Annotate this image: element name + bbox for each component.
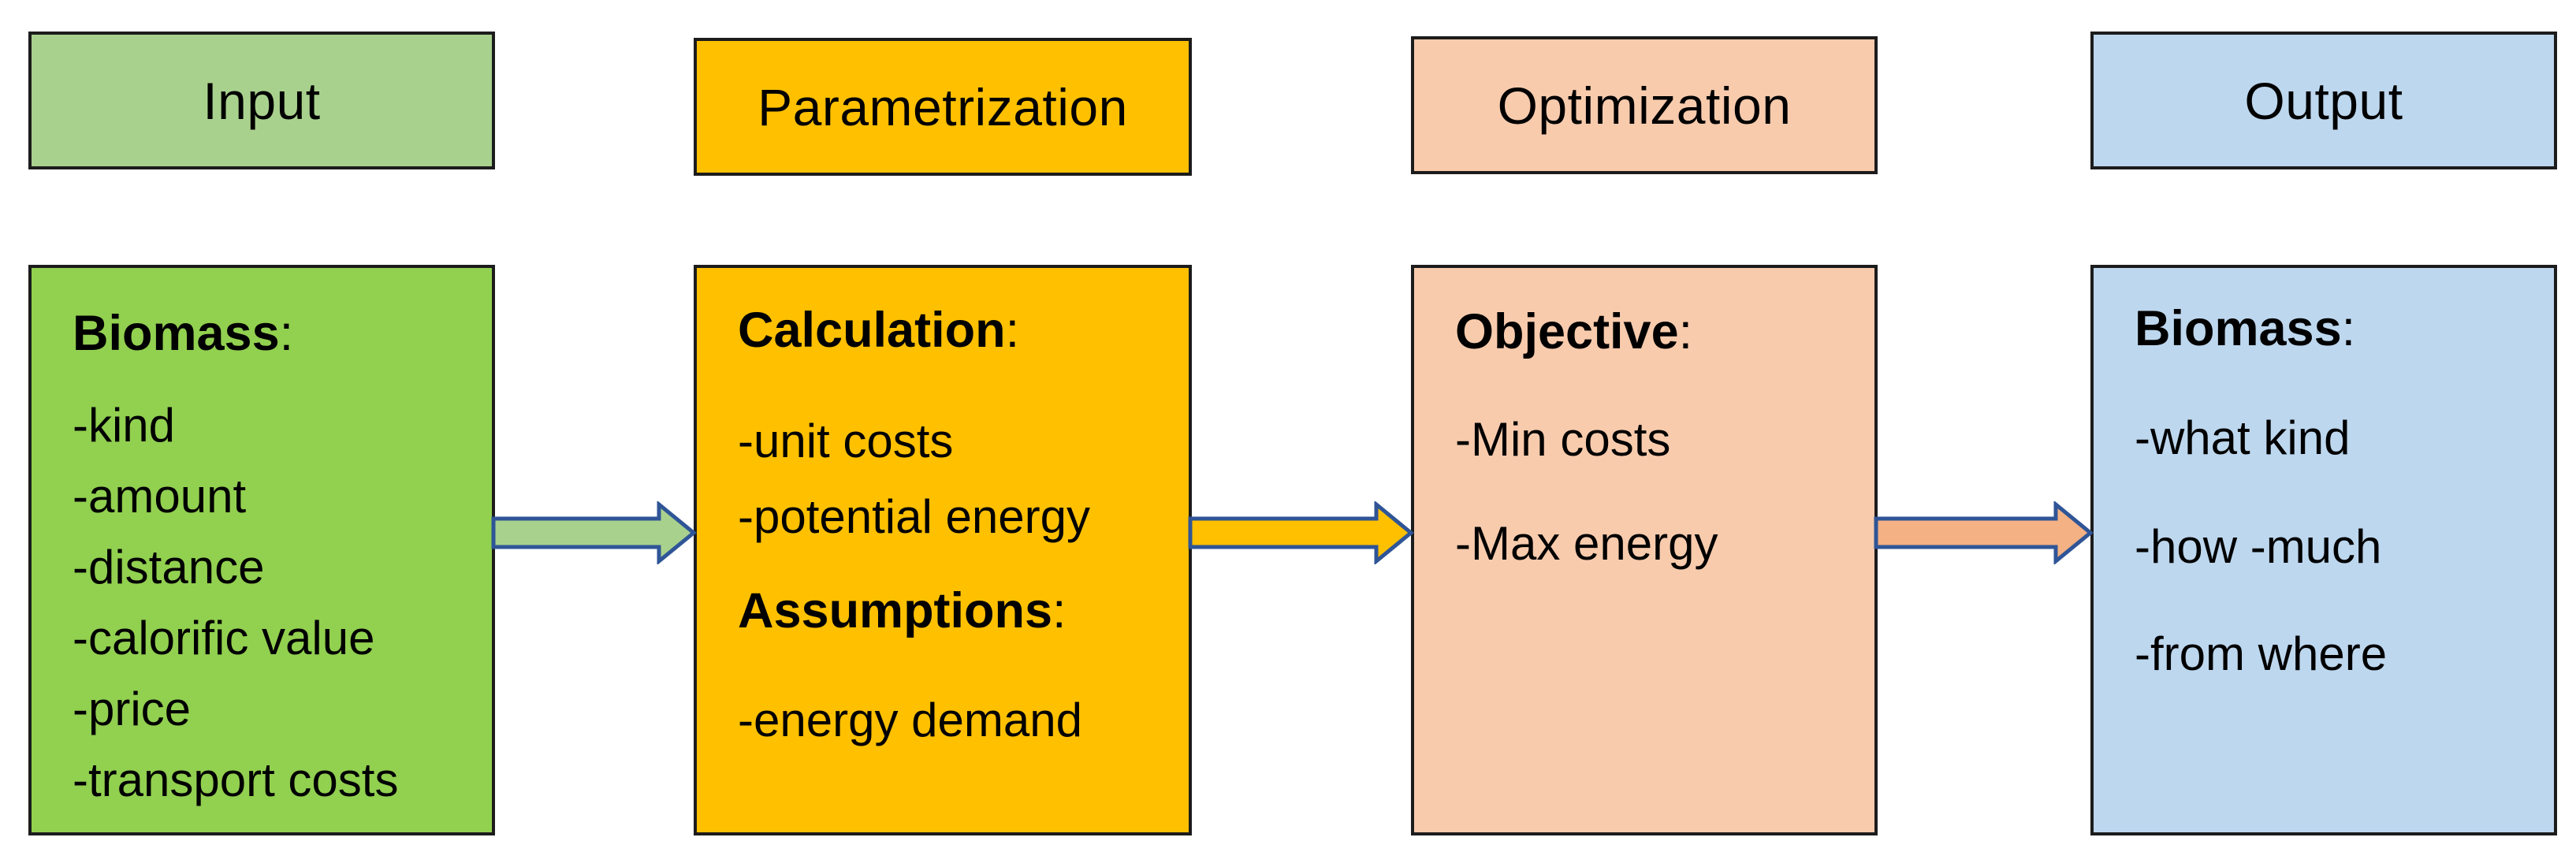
input-item: -distance [73, 541, 265, 594]
input-item: -calorific value [73, 612, 375, 664]
arrow-shape [491, 501, 697, 564]
assumptions-title-text: Assumptions [738, 583, 1053, 638]
output-header-label: Output [2244, 71, 2403, 130]
arrow-shape [1874, 501, 2094, 564]
input-header-box: Input [28, 32, 495, 169]
parametrization-header-box: Parametrization [694, 38, 1192, 176]
input-item: -price [73, 683, 192, 735]
calculation-title: Calculation: [738, 306, 1019, 355]
output-header-box: Output [2090, 32, 2557, 169]
calculation-title-colon: : [1005, 303, 1020, 358]
input-title-colon: : [279, 306, 294, 361]
parametrization-header-label: Parametrization [758, 77, 1128, 136]
objective-title: Objective: [1455, 307, 1692, 357]
input-item: -transport costs [73, 754, 399, 806]
output-title-colon: : [2341, 301, 2356, 356]
output-title-text: Biomass [2135, 301, 2342, 356]
assumptions-title-colon: : [1052, 583, 1067, 638]
calculation-title-text: Calculation [738, 303, 1006, 358]
optimization-header-label: Optimization [1497, 76, 1792, 135]
output-item: -how -much [2135, 520, 2382, 573]
optimization-header-box: Optimization [1411, 36, 1878, 174]
output-body-box: Biomass: -what kind -how -much -from whe… [2090, 265, 2557, 835]
arrow-shape [1188, 501, 1414, 564]
output-item: -what kind [2135, 411, 2351, 464]
objective-title-colon: : [1678, 304, 1693, 359]
objective-title-text: Objective [1455, 304, 1679, 359]
input-header-label: Input [203, 71, 321, 130]
arrow-input-to-parametrization [491, 501, 697, 564]
objective-item: -Min costs [1455, 413, 1671, 466]
arrow-optimization-to-output [1874, 501, 2094, 564]
objective-item: -Max energy [1455, 517, 1718, 570]
input-title: Biomass: [73, 309, 293, 359]
optimization-body-box: Objective: -Min costs -Max energy [1411, 265, 1878, 835]
input-item: -amount [73, 470, 247, 523]
parametrization-body-box: Calculation: -unit costs -potential ener… [694, 265, 1192, 835]
calculation-item: -unit costs [738, 415, 954, 467]
calculation-item: -potential energy [738, 490, 1090, 543]
output-title: Biomass: [2135, 304, 2355, 354]
input-item: -kind [73, 399, 176, 452]
assumptions-title: Assumptions: [738, 586, 1067, 636]
arrow-parametrization-to-optimization [1188, 501, 1414, 564]
assumption-item: -energy demand [738, 694, 1082, 746]
input-body-box: Biomass: -kind -amount -distance -calori… [28, 265, 495, 835]
input-title-text: Biomass [73, 306, 280, 361]
output-item: -from where [2135, 627, 2388, 680]
